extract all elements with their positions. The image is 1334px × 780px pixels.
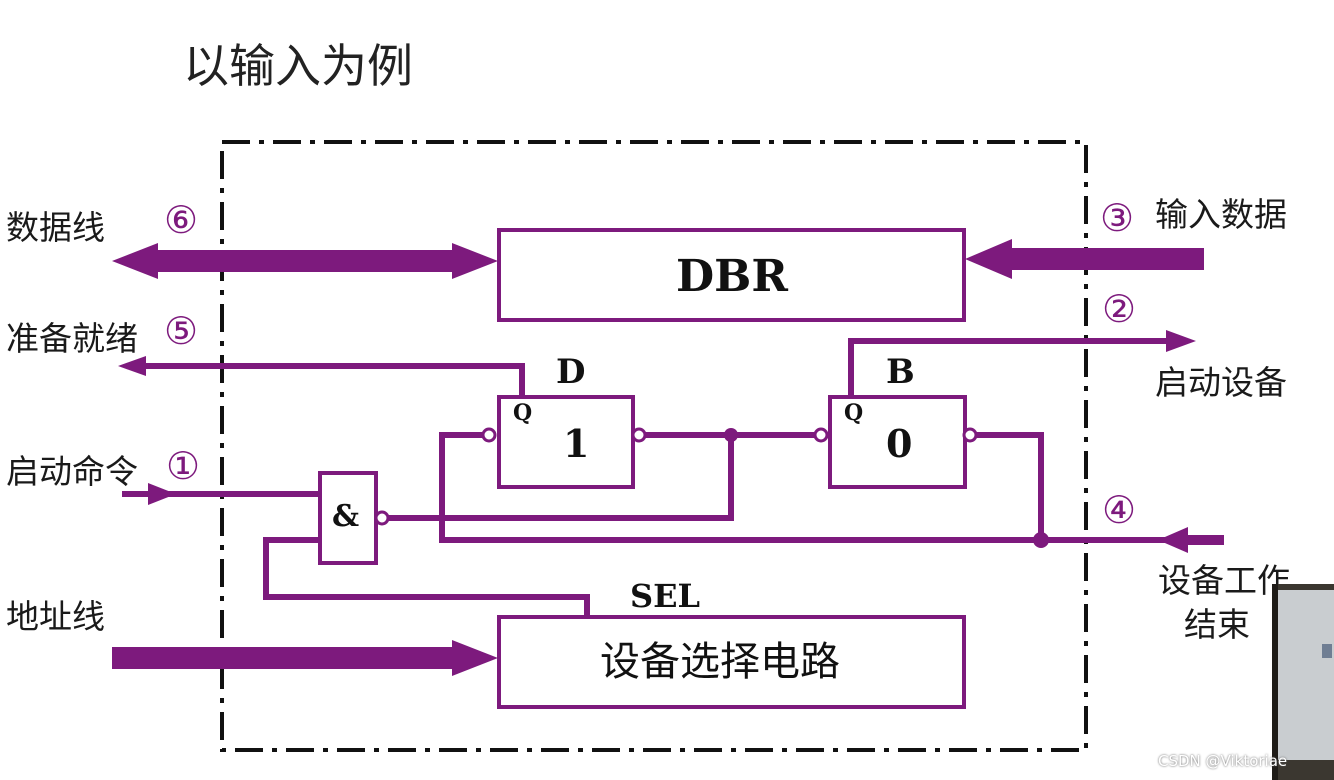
bubble-b-in xyxy=(813,427,829,443)
step-4: ④ xyxy=(1102,488,1137,532)
b-flipflop-value: 0 xyxy=(886,421,913,466)
step-2: ② xyxy=(1102,287,1137,331)
device-done-arrowhead xyxy=(1158,527,1188,553)
ready-signal-line xyxy=(140,363,525,397)
ready-signal-arrowhead xyxy=(118,356,146,376)
sel-label: SEL xyxy=(630,577,700,615)
b-flipflop-name: B xyxy=(886,352,915,392)
start-device-line xyxy=(848,338,1172,397)
bubble-d-in xyxy=(481,427,497,443)
label-input-data: 输入数据 xyxy=(1155,195,1287,234)
video-wall xyxy=(1278,590,1334,760)
address-bus-shaft xyxy=(112,647,458,669)
video-shadow xyxy=(1272,584,1278,780)
interface-boundary xyxy=(220,140,1088,752)
video-overlay xyxy=(1272,584,1334,780)
feedback-line xyxy=(386,435,734,521)
device-select-block xyxy=(497,615,966,709)
b-q-label: Q xyxy=(844,400,864,426)
and-gate-symbol: & xyxy=(332,499,360,534)
label-start-device: 启动设备 xyxy=(1155,363,1287,402)
input-data-arrow-shaft xyxy=(1008,248,1204,270)
d-q-label: Q xyxy=(513,400,533,426)
step-3: ③ xyxy=(1100,196,1135,240)
b-output-line xyxy=(974,432,1044,540)
watermark: CSDN @Viktoriae xyxy=(1158,752,1288,770)
sel-line xyxy=(263,537,590,617)
d-input-line xyxy=(439,432,1040,543)
data-bus-arrowhead-right xyxy=(452,243,498,279)
data-bus-arrowhead-left xyxy=(112,243,158,279)
label-data-line: 数据线 xyxy=(6,208,105,247)
b-flipflop xyxy=(828,395,967,489)
label-device-done-line1: 设备工作 xyxy=(1158,561,1290,600)
bubble-b-out xyxy=(962,427,978,443)
video-object xyxy=(1322,644,1332,658)
d-flipflop-name: D xyxy=(556,352,586,392)
start-cmd-arrowhead xyxy=(148,483,176,505)
label-start-command: 启动命令 xyxy=(6,452,138,491)
d-flipflop xyxy=(497,395,635,489)
device-select-label: 设备选择电路 xyxy=(600,639,840,685)
label-ready: 准备就绪 xyxy=(6,319,138,358)
and-gate xyxy=(318,471,378,565)
address-bus-arrowhead xyxy=(452,640,498,676)
bubble-and-out xyxy=(374,510,390,526)
start-device-arrowhead xyxy=(1166,330,1196,352)
step-1: ① xyxy=(166,444,201,488)
step-5: ⑤ xyxy=(164,309,199,353)
device-done-arrow-shaft xyxy=(1178,535,1224,545)
label-device-done-line2: 结束 xyxy=(1184,605,1250,644)
label-address-line: 地址线 xyxy=(6,597,105,636)
input-data-arrowhead xyxy=(965,239,1012,279)
dbr-block xyxy=(497,228,966,322)
bubble-d-out xyxy=(631,427,647,443)
d-flipflop-value: 1 xyxy=(563,421,590,466)
dbr-label: DBR xyxy=(676,251,788,302)
step-6: ⑥ xyxy=(164,198,199,242)
diagram-title: 以输入为例 xyxy=(183,39,413,93)
data-bus-shaft xyxy=(152,250,458,272)
